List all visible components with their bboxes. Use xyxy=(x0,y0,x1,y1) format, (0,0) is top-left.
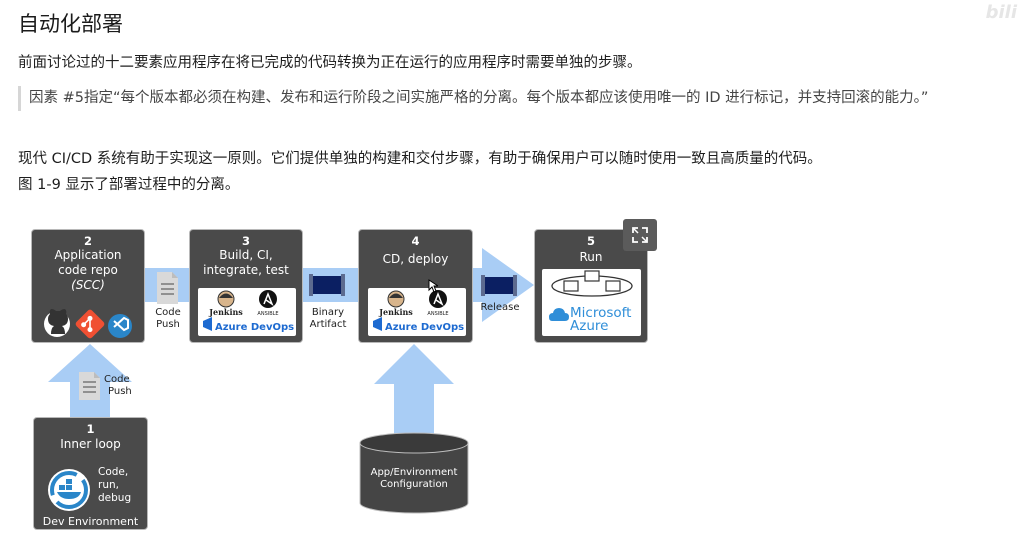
paragraph-line-2: 图 1-9 显示了部署过程中的分离。 xyxy=(18,177,240,193)
step-1-desc-line1: Code, xyxy=(98,466,129,478)
network-icon xyxy=(551,270,633,297)
code-push-vertical-label-line1: Code xyxy=(104,374,130,385)
app-env-label-line1: App/Environment xyxy=(370,467,458,478)
binary-artifact-label-line1: Binary xyxy=(311,307,345,318)
jenkins-icon xyxy=(387,290,405,308)
docker-sync-icon xyxy=(48,469,90,511)
release-artifact-icon xyxy=(481,275,517,296)
github-icon xyxy=(44,309,70,337)
visual-studio-icon xyxy=(108,314,132,338)
step-3-title-line1: Build, CI, xyxy=(219,248,273,262)
expand-icon xyxy=(632,227,648,243)
binary-artifact-icon xyxy=(309,274,345,296)
step-5-azure-panel: Microsoft Azure xyxy=(542,269,641,336)
jenkins-icon xyxy=(217,290,235,308)
binary-artifact-label-line2: Artifact xyxy=(309,319,347,330)
code-push-vertical-label-line2: Push xyxy=(108,386,132,397)
step-4-cd-deploy: 4 CD, deploy Jenkins ANSIBLE Azure DevOp… xyxy=(358,229,473,343)
mouse-cursor-icon xyxy=(428,279,438,293)
step-4-tools-panel: Jenkins ANSIBLE Azure DevOps xyxy=(368,288,466,336)
code-push-label-line1: Code xyxy=(155,307,181,318)
step-4-number: 4 xyxy=(411,234,420,248)
azure-devops-icon xyxy=(203,317,212,331)
step-2-number: 2 xyxy=(83,234,92,248)
page-title: 自动化部署 xyxy=(18,12,123,36)
step-2-code-repo: 2 Application code repo (SCC) xyxy=(31,229,145,343)
step-1-title: Inner loop xyxy=(60,437,121,451)
azure-devops-label: Azure DevOps xyxy=(215,322,295,333)
step-3-title-line2: integrate, test xyxy=(203,263,289,277)
code-push-doc-icon-vertical xyxy=(79,372,100,400)
step-2-title-line1: Application xyxy=(54,248,122,262)
microsoft-label: Microsoft xyxy=(570,305,632,321)
arrow-config-to-cd xyxy=(374,344,454,436)
blockquote: 因素 #5指定“每个版本都必须在构建、发布和运行阶段之间实施严格的分离。每个版本… xyxy=(18,86,1019,111)
app-env-label-line2: Configuration xyxy=(380,479,448,490)
step-4-title: CD, deploy xyxy=(382,252,449,266)
ansible-label: ANSIBLE xyxy=(257,311,279,317)
step-3-number: 3 xyxy=(241,234,250,248)
step-5-number: 5 xyxy=(586,234,595,248)
watermark: bili xyxy=(985,2,1017,23)
ansible-icon xyxy=(429,290,447,308)
step-1-inner-loop: 1 Inner loop Code, run, debug Dev Enviro… xyxy=(33,417,148,530)
step-2-icons xyxy=(44,309,132,339)
step-2-title-line3: (SCC) xyxy=(71,278,105,292)
code-push-doc-icon xyxy=(157,272,178,304)
app-env-config-cylinder xyxy=(359,432,469,514)
azure-devops-label: Azure DevOps xyxy=(385,322,465,333)
step-1-footer: Dev Environment xyxy=(42,515,139,528)
paragraph-line-1: 现代 CI/CD 系统有助于实现这一原则。它们提供单独的构建和交付步骤，有助于确… xyxy=(18,151,822,167)
azure-devops-icon xyxy=(373,317,382,331)
release-label: Release xyxy=(480,302,520,313)
ansible-icon xyxy=(259,290,277,308)
azure-cloud-icon xyxy=(549,308,569,321)
expand-button[interactable] xyxy=(623,219,657,251)
step-2-title-line2: code repo xyxy=(58,263,118,277)
code-push-label-line2: Push xyxy=(156,319,180,330)
step-3-tools-panel: Jenkins ANSIBLE Azure DevOps xyxy=(198,288,296,336)
jenkins-label: Jenkins xyxy=(209,307,243,317)
step-1-desc-line3: debug xyxy=(98,492,132,504)
step-5-title: Run xyxy=(579,250,603,264)
step-3-build-ci: 3 Build, CI, integrate, test Jenkins ANS… xyxy=(189,229,303,343)
step-1-desc-line2: run, xyxy=(98,479,119,491)
ansible-label: ANSIBLE xyxy=(427,311,449,317)
azure-label: Azure xyxy=(570,318,609,334)
intro-paragraph: 前面讨论过的十二要素应用程序在将已完成的代码转换为正在运行的应用程序时需要单独的… xyxy=(18,55,642,71)
step-1-number: 1 xyxy=(86,422,95,436)
git-icon xyxy=(75,309,105,339)
jenkins-label: Jenkins xyxy=(379,307,413,317)
